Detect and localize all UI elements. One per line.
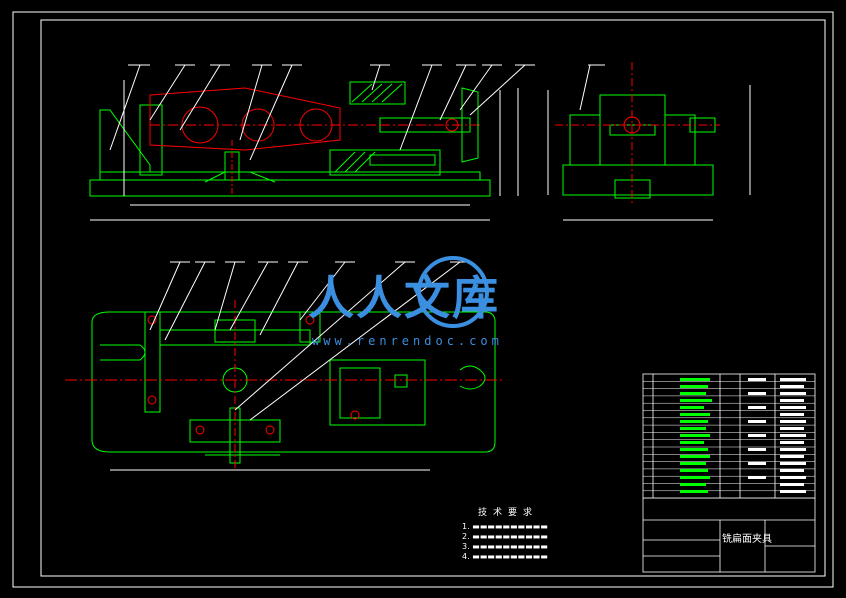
- front-view: [89, 64, 535, 221]
- parts-list-rows: [643, 381, 815, 499]
- parts-list-text: [680, 378, 712, 493]
- outer-border: [12, 11, 834, 588]
- technical-requirement-item: 1. ▬▬▬▬▬▬▬▬▬▬: [462, 522, 548, 531]
- top-block: [349, 81, 406, 105]
- base-plate: [89, 179, 491, 197]
- inner-border: [40, 19, 826, 577]
- watermark-text: 人人文库: [308, 271, 500, 325]
- watermark-ring: [417, 256, 489, 328]
- lever-section: [149, 87, 341, 151]
- top-view-plate: [91, 311, 496, 453]
- technical-requirements-list: 1. ▬▬▬▬▬▬▬▬▬▬2. ▬▬▬▬▬▬▬▬▬▬3. ▬▬▬▬▬▬▬▬▬▬4…: [462, 522, 548, 562]
- technical-requirements: 技术要求 1. ▬▬▬▬▬▬▬▬▬▬2. ▬▬▬▬▬▬▬▬▬▬3. ▬▬▬▬▬▬…: [462, 508, 548, 562]
- top-view: [65, 261, 505, 471]
- side-view: [547, 62, 751, 221]
- handwheel: [461, 87, 479, 163]
- watermark-url: www.renrendoc.com: [312, 334, 503, 348]
- drawing-name: 铣扁面夹具: [722, 534, 772, 545]
- technical-requirement-item: 2. ▬▬▬▬▬▬▬▬▬▬: [462, 532, 548, 541]
- parts-list-text-right: [748, 378, 806, 493]
- leader-lines: [109, 64, 535, 161]
- technical-requirement-item: 4. ▬▬▬▬▬▬▬▬▬▬: [462, 552, 548, 561]
- technical-requirements-title: 技术要求: [478, 508, 539, 518]
- technical-requirement-item: 3. ▬▬▬▬▬▬▬▬▬▬: [462, 542, 548, 551]
- left-bracket: [99, 109, 151, 173]
